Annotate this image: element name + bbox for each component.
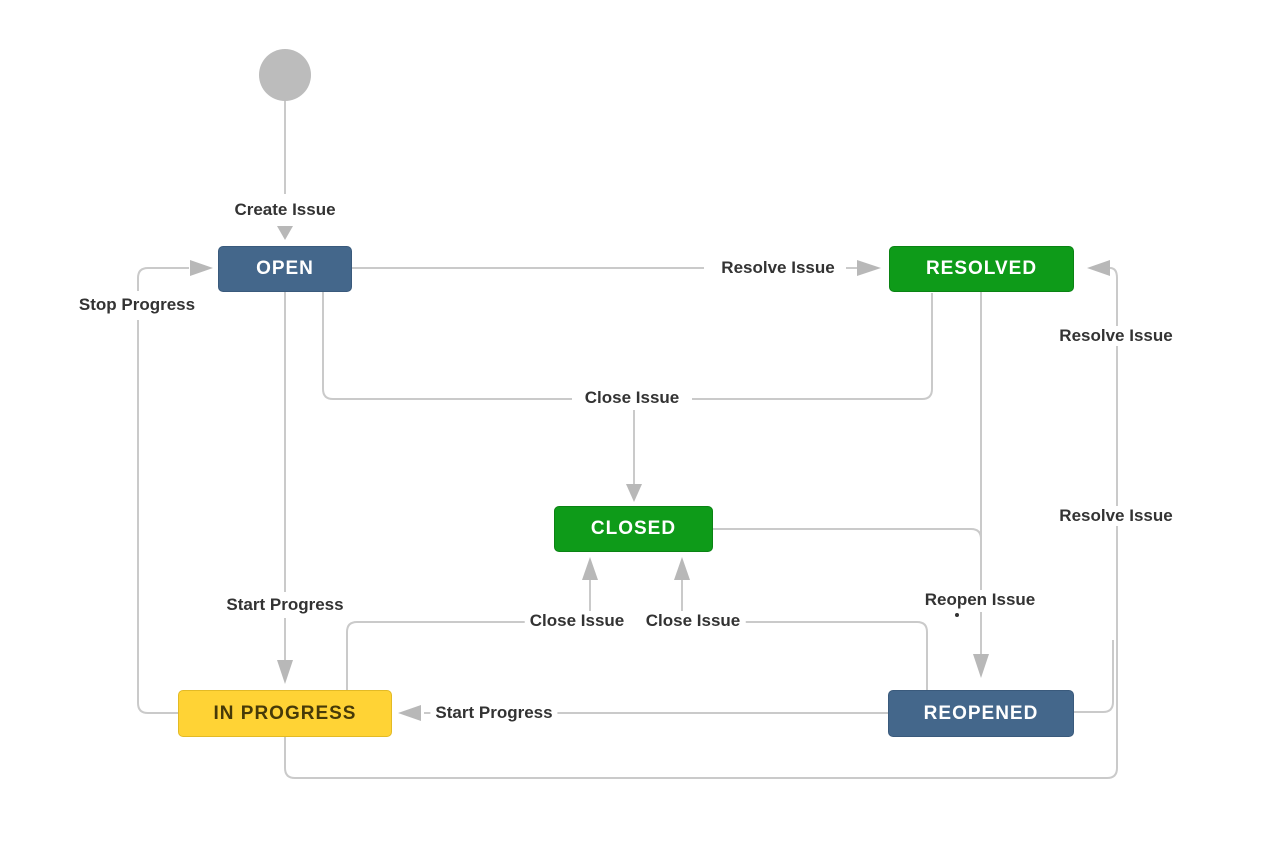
- node-open[interactable]: OPEN: [218, 246, 352, 292]
- start-node-circle[interactable]: [259, 49, 311, 101]
- label-resolve-issue-from-open: Resolve Issue: [716, 258, 840, 278]
- label-close-issue-from-reopened: Close Issue: [640, 611, 746, 631]
- label-reopen-issue: Reopen Issue: [919, 590, 1041, 610]
- label-resolve-issue-right-upper: Resolve Issue: [1054, 326, 1178, 346]
- edge-close-issue-from-open-resolved: [322, 292, 933, 502]
- edge-reopen-issue: [713, 292, 989, 678]
- node-reopened[interactable]: REOPENED: [888, 690, 1074, 737]
- node-in-progress-label: IN PROGRESS: [213, 702, 357, 724]
- label-stop-progress: Stop Progress: [73, 295, 201, 315]
- node-closed[interactable]: CLOSED: [554, 506, 713, 552]
- label-create-issue: Create Issue: [229, 200, 341, 220]
- label-start-progress-from-reopened: Start Progress: [430, 703, 558, 723]
- edge-resolve-issue-from-reopened: [1074, 640, 1114, 713]
- label-resolve-issue-right-lower: Resolve Issue: [1054, 506, 1178, 526]
- node-in-progress[interactable]: IN PROGRESS: [178, 690, 392, 737]
- node-resolved-label: RESOLVED: [925, 258, 1038, 279]
- label-close-issue-from-in-progress: Close Issue: [524, 611, 630, 631]
- edge-resolve-issue-from-in-progress: [284, 260, 1118, 779]
- node-open-label: OPEN: [256, 258, 314, 279]
- label-start-progress-from-open: Start Progress: [221, 595, 349, 615]
- edge-create-issue: [277, 101, 293, 240]
- label-close-issue-from-open-resolved: Close Issue: [579, 388, 685, 408]
- edge-stop-progress: [137, 260, 213, 714]
- node-closed-label: CLOSED: [590, 518, 677, 539]
- node-resolved[interactable]: RESOLVED: [889, 246, 1074, 292]
- edge-resolve-issue-from-open: [352, 260, 881, 276]
- node-reopened-label: REOPENED: [923, 702, 1039, 724]
- edge-start-progress-from-open: [277, 292, 293, 684]
- reopen-issue-dot: [955, 613, 959, 617]
